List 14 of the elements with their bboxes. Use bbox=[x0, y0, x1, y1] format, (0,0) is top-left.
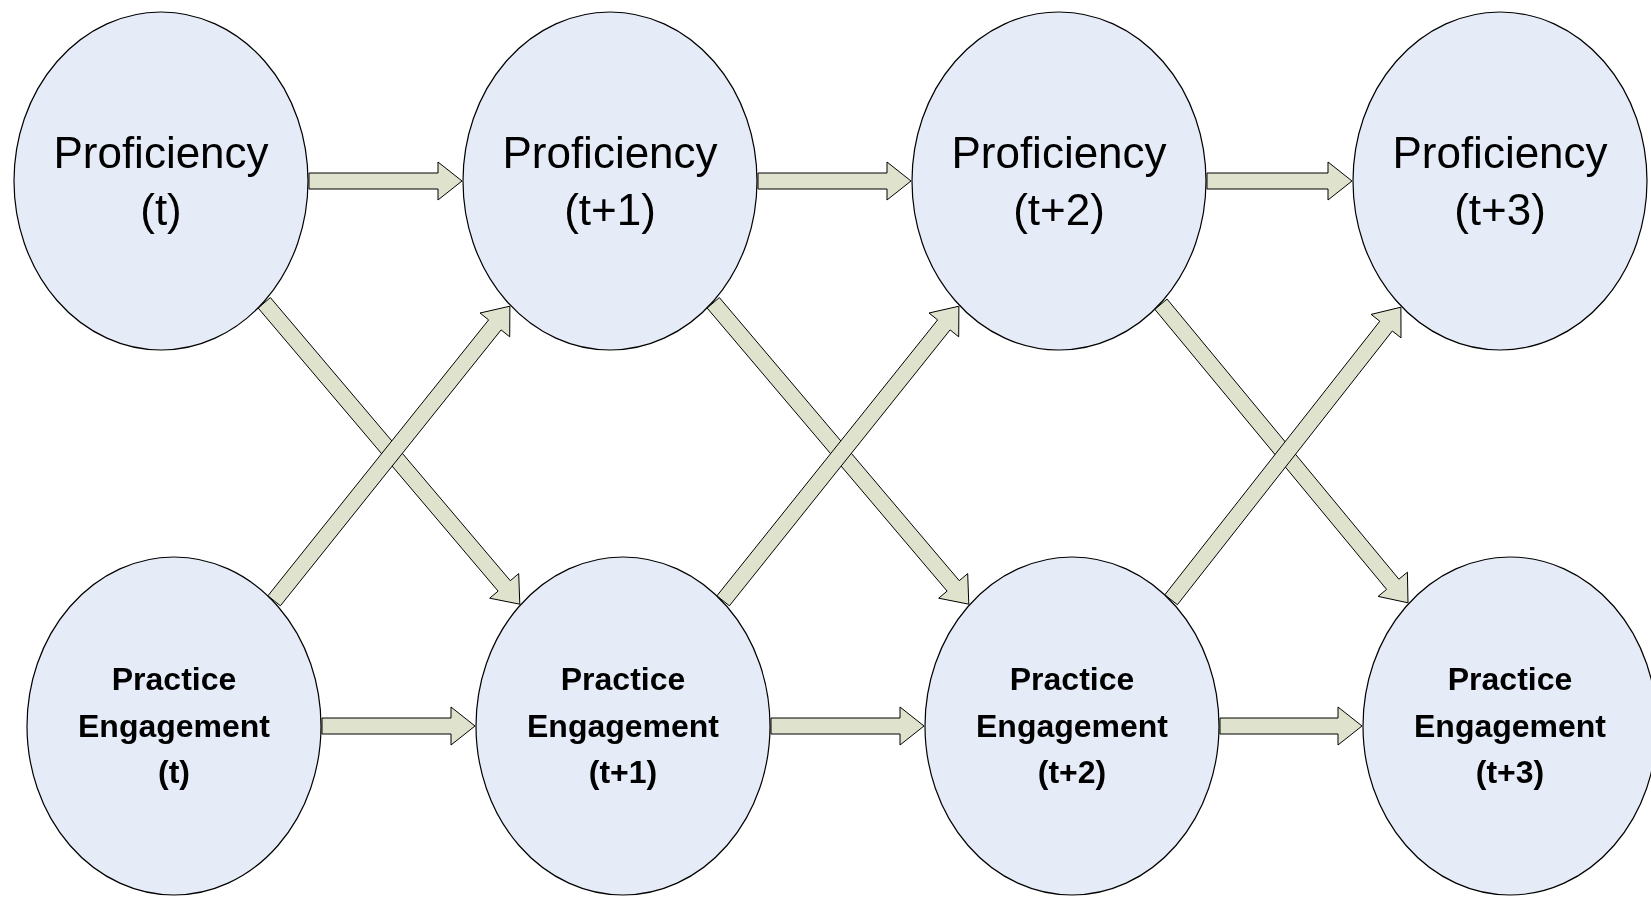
block-arrow bbox=[1219, 706, 1363, 746]
block-arrow bbox=[757, 161, 912, 201]
node-label: Practice Engagement (t+2) bbox=[975, 660, 1169, 793]
node-label: Practice Engagement (t+1) bbox=[526, 660, 720, 793]
node-label: Proficiency (t+3) bbox=[1391, 126, 1609, 236]
node-label: Proficiency (t+2) bbox=[950, 126, 1168, 236]
node-label: Proficiency (t+1) bbox=[501, 126, 719, 236]
block-arrow bbox=[770, 706, 925, 746]
block-arrow bbox=[308, 161, 463, 201]
node-label: Proficiency (t) bbox=[52, 126, 270, 236]
node-label: Practice Engagement (t) bbox=[77, 660, 271, 793]
node-label: Practice Engagement (t+3) bbox=[1413, 660, 1607, 793]
block-arrow bbox=[321, 706, 476, 746]
block-arrow bbox=[1206, 161, 1353, 201]
